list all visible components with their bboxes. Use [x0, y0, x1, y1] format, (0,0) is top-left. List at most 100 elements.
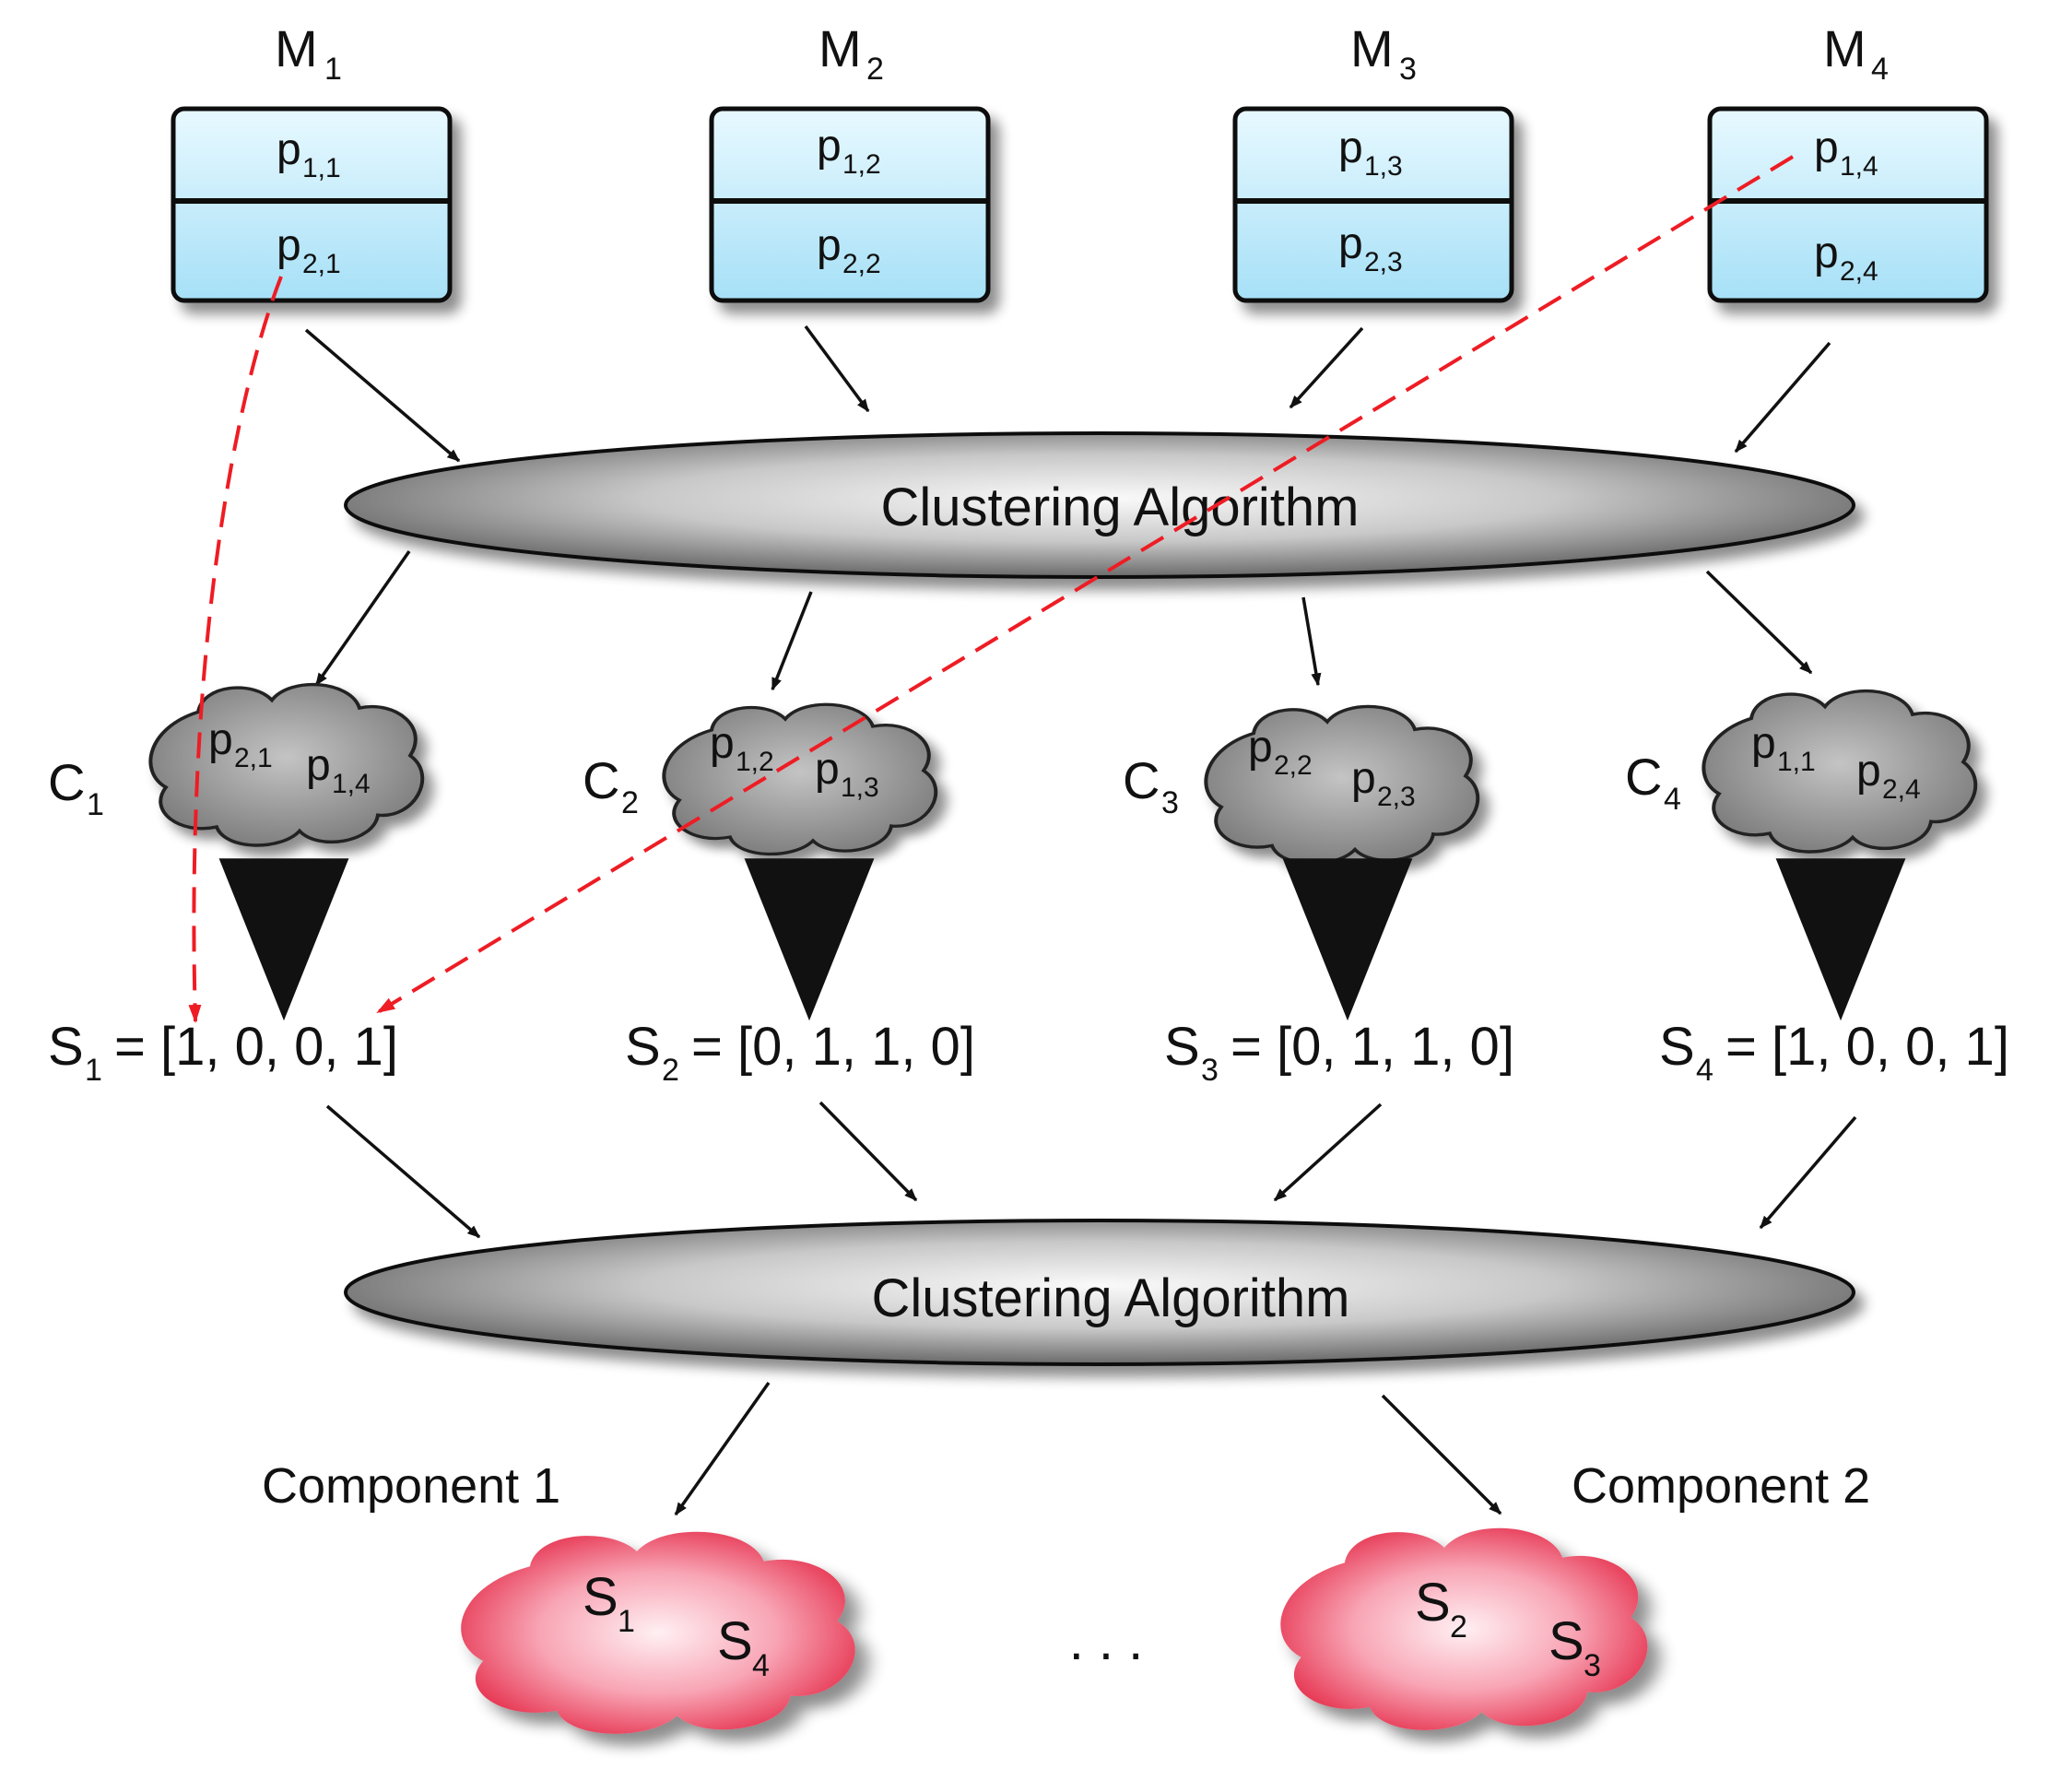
- arrow: [1273, 1102, 1383, 1202]
- module-3-param-bottom: p 2,3: [1338, 219, 1403, 277]
- param-base: p: [817, 221, 842, 270]
- cluster-label-4-base: C: [1625, 748, 1662, 806]
- vector-s2-label: S: [625, 1017, 661, 1077]
- vector-s1-value: = [1, 0, 0, 1]: [114, 1017, 398, 1077]
- vector-s3-value: = [0, 1, 1, 0]: [1231, 1017, 1514, 1077]
- module-2-param-bottom: p 2,2: [817, 221, 881, 279]
- param-base: p: [1351, 754, 1376, 803]
- param-sub: 1,3: [841, 772, 879, 803]
- clustering-algorithm-bottom: [344, 1219, 1855, 1366]
- clustering-to-component-arrows: [674, 1381, 1502, 1516]
- cluster-label-3-base: C: [1123, 751, 1160, 809]
- arrow: [1289, 326, 1364, 409]
- member-base: S: [1549, 1611, 1584, 1671]
- component-1-title: Component 1: [262, 1458, 560, 1514]
- param-base: p: [277, 125, 301, 174]
- cluster-4-member-1: p 1,1: [1751, 719, 1816, 777]
- param-sub: 1,1: [1777, 747, 1816, 777]
- arrow: [818, 1101, 918, 1202]
- arrow: [674, 1381, 771, 1516]
- component-cloud-1: [461, 1531, 855, 1734]
- vector-s3-label: S: [1164, 1017, 1200, 1077]
- param-base: p: [208, 715, 233, 764]
- component-1-member-1: S 1: [583, 1567, 635, 1639]
- clustering-to-clusters-arrows: [314, 549, 1813, 691]
- component-2-title: Component 2: [1572, 1458, 1870, 1514]
- param-sub: 2,2: [842, 249, 881, 279]
- vector-s3-sub: 3: [1201, 1053, 1219, 1088]
- param-base: p: [710, 719, 735, 768]
- member-base: S: [583, 1567, 618, 1627]
- module-3-param-top: p 1,3: [1338, 124, 1403, 182]
- module-label-1-base: M: [275, 19, 318, 77]
- module-label-3-sub: 3: [1399, 52, 1417, 87]
- param-sub: 2,1: [234, 743, 273, 773]
- module-label-2-sub: 2: [866, 52, 884, 87]
- param-sub: 1,2: [736, 747, 774, 777]
- param-base: p: [1338, 219, 1363, 268]
- param-sub: 1,1: [302, 153, 341, 183]
- cluster-to-vector-arrows: [218, 858, 1906, 1021]
- param-base: p: [1248, 723, 1273, 772]
- member-base: S: [1415, 1573, 1451, 1633]
- module-label-2-base: M: [818, 19, 862, 77]
- param-base: p: [1751, 719, 1776, 768]
- param-sub: 2,4: [1840, 256, 1878, 287]
- arrow: [804, 324, 870, 413]
- param-base: p: [817, 122, 842, 171]
- param-base: p: [1338, 124, 1363, 172]
- param-sub: 2,4: [1882, 774, 1921, 805]
- module-label-1-sub: 1: [324, 52, 342, 87]
- cluster-3-member-1: p 2,2: [1248, 723, 1313, 781]
- cluster-cloud-3: [1204, 704, 1480, 866]
- dashed-link-p21-to-s1: [188, 276, 283, 1023]
- module-1-param-bottom: p 2,1: [277, 221, 341, 279]
- arrow: [771, 591, 813, 691]
- module-label-4-base: M: [1823, 19, 1866, 77]
- dashed-link-p14-to-s1: [376, 155, 1795, 1014]
- vector-s1-sub: 1: [85, 1053, 102, 1088]
- param-sub: 2,1: [302, 249, 341, 279]
- module-label-2: M 2: [818, 19, 884, 87]
- vector-s4-label: S: [1659, 1017, 1695, 1077]
- cluster-label-1-sub: 1: [87, 787, 104, 822]
- clustering-algorithm-top-label: Clustering Algorithm: [881, 477, 1360, 537]
- arrow: [1705, 570, 1813, 675]
- module-4-param-top: p 1,4: [1814, 124, 1878, 182]
- module-4-param-bottom: p 2,4: [1814, 229, 1878, 287]
- param-sub: 2,3: [1377, 782, 1416, 812]
- cluster-2-member-2: p 1,3: [815, 745, 879, 803]
- component-2-member-1: S 2: [1415, 1573, 1467, 1645]
- vector-to-clustering-arrows: [325, 1101, 1857, 1239]
- module-label-4-sub: 4: [1871, 52, 1889, 87]
- cluster-1-member-2: p 1,4: [306, 741, 371, 799]
- param-sub: 1,2: [842, 149, 881, 180]
- arrow: [1301, 596, 1322, 687]
- param-sub: 1,3: [1364, 151, 1403, 182]
- cluster-label-2-sub: 2: [621, 785, 639, 820]
- clustering-algorithm-top: [344, 431, 1855, 579]
- cluster-cloud-1: [148, 682, 425, 848]
- component-2-member-2: S 3: [1549, 1611, 1601, 1683]
- member-sub: 3: [1584, 1648, 1601, 1683]
- param-base: p: [815, 745, 840, 794]
- cluster-cloud-2: [662, 702, 938, 856]
- arrow: [1381, 1394, 1502, 1515]
- ellipsis: . . .: [1069, 1611, 1144, 1671]
- cluster-label-3-sub: 3: [1161, 785, 1179, 820]
- module-label-3-base: M: [1350, 19, 1394, 77]
- module-label-1: M 1: [275, 19, 342, 87]
- vector-s4-sub: 4: [1696, 1053, 1713, 1088]
- vector-s2-value: = [0, 1, 1, 0]: [691, 1017, 975, 1077]
- module-to-clustering-arrows: [304, 324, 1831, 463]
- arrow: [304, 328, 461, 463]
- module-1-param-top: p 1,1: [277, 125, 341, 183]
- param-sub: 1,4: [1840, 151, 1878, 182]
- param-base: p: [1814, 124, 1839, 172]
- arrow: [325, 1104, 481, 1239]
- module-box-4: [1707, 106, 1989, 303]
- arrow: [314, 549, 411, 687]
- module-box-1: [171, 106, 453, 303]
- member-sub: 4: [752, 1648, 770, 1683]
